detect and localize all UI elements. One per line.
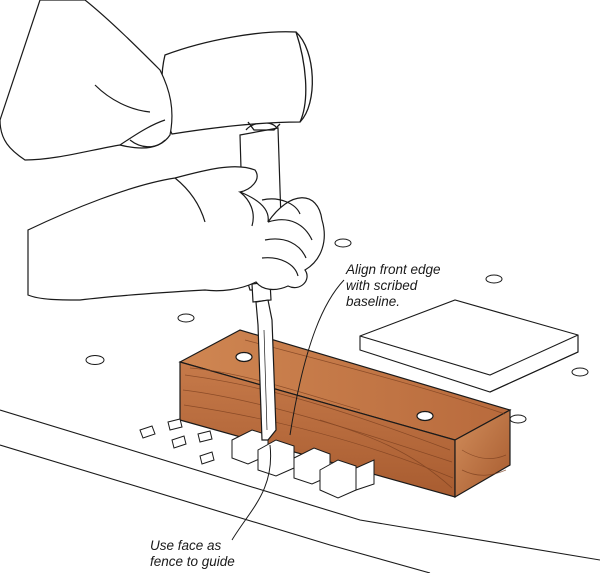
callout-line: with scribed <box>346 278 418 293</box>
callout-line: Align front edge <box>346 262 441 277</box>
leader-align-edge <box>289 279 345 436</box>
callout-line: Use face as <box>150 538 222 553</box>
callout-line: baseline. <box>346 294 401 309</box>
mallet <box>161 31 313 135</box>
leader-face-fence <box>231 444 272 541</box>
mallet-hand <box>0 0 173 161</box>
callout-face-as-fence: Use face as fence to guide <box>150 538 235 570</box>
bench-dog-holes <box>85 238 589 424</box>
wood-chips <box>139 418 215 465</box>
mortise-waste-blocks <box>231 429 375 499</box>
leader-lines <box>231 279 345 541</box>
callout-align-front-edge: Align front edge with scribed baseline. <box>346 262 441 310</box>
chisel-hand <box>27 166 325 301</box>
callout-line: fence to guide <box>150 554 235 569</box>
guide-board <box>359 299 579 393</box>
